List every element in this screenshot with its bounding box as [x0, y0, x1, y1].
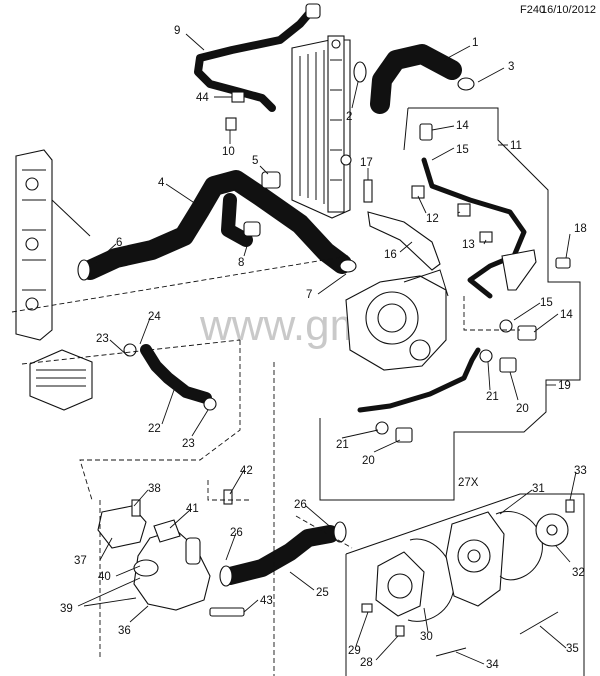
engine-block-left	[15, 149, 91, 341]
callout-26b: 26	[294, 499, 307, 511]
washer-15b	[499, 319, 513, 333]
callout-36: 36	[118, 625, 131, 637]
callout-15b: 15	[540, 297, 553, 309]
callout-19: 19	[558, 380, 571, 392]
water-pump-27x	[361, 499, 575, 657]
callout-22: 22	[148, 423, 161, 435]
clamp-5	[261, 171, 281, 189]
pipe-assembly-11	[411, 123, 537, 299]
thermostat-housing	[97, 489, 245, 617]
callout-25: 25	[316, 587, 329, 599]
bolt-17	[363, 179, 373, 203]
callout-3: 3	[508, 61, 514, 73]
pump-assembly	[345, 269, 449, 371]
callout-32: 32	[572, 567, 585, 579]
callout-44: 44	[196, 92, 209, 104]
callout-26a: 26	[230, 527, 243, 539]
diagram-code: F240	[520, 4, 546, 16]
clip-10	[225, 117, 237, 131]
callout-20a: 20	[516, 403, 529, 415]
bracket-16	[367, 211, 441, 271]
callout-23b: 23	[182, 438, 195, 450]
callout-14a: 14	[456, 120, 469, 132]
clip-44	[231, 91, 245, 103]
callout-34: 34	[486, 659, 499, 671]
callout-35: 35	[566, 643, 579, 655]
callout-10: 10	[222, 146, 235, 158]
callout-16: 16	[384, 249, 397, 261]
callout-42: 42	[240, 465, 253, 477]
callout-41: 41	[186, 503, 199, 515]
callout-15a: 15	[456, 144, 469, 156]
clamp-8	[243, 221, 261, 237]
callout-8: 8	[238, 257, 244, 269]
callout-4: 4	[158, 177, 165, 189]
radiator	[291, 35, 352, 219]
bolt-18	[555, 257, 571, 269]
callouts: 9 1 3 2 44 10 5 4 6 8 7 11 14 15 17 12 1…	[60, 25, 587, 671]
callout-24: 24	[148, 311, 161, 323]
callout-33: 33	[574, 465, 587, 477]
callout-21a: 21	[486, 391, 499, 403]
callout-39: 39	[60, 603, 73, 615]
pipe-19	[357, 347, 517, 443]
callout-13: 13	[462, 239, 475, 251]
hose-25	[219, 521, 347, 587]
callout-12: 12	[426, 213, 439, 225]
callout-14b: 14	[560, 309, 573, 321]
callout-30: 30	[420, 631, 433, 643]
leader-lines	[77, 33, 577, 665]
callout-43: 43	[260, 595, 273, 607]
callout-17: 17	[360, 157, 373, 169]
callout-9: 9	[174, 25, 180, 37]
callout-29: 29	[348, 645, 361, 657]
callout-37: 37	[74, 555, 87, 567]
callout-7: 7	[306, 289, 312, 301]
callout-6: 6	[116, 237, 122, 249]
callout-23a: 23	[96, 333, 109, 345]
oil-cooler	[29, 349, 93, 411]
radiator-hose-4	[77, 170, 357, 281]
callout-5: 5	[252, 155, 258, 167]
callout-28: 28	[360, 657, 373, 669]
callout-21b: 21	[336, 439, 349, 451]
diagram-date: 16/10/2012	[541, 4, 597, 16]
callout-38: 38	[148, 483, 161, 495]
callout-18: 18	[574, 223, 587, 235]
callout-31: 31	[532, 483, 545, 495]
vent-pipe-9	[194, 3, 321, 112]
group-lines	[11, 107, 585, 676]
callout-1: 1	[472, 37, 478, 49]
callout-27x: 27X	[458, 477, 479, 489]
callout-40: 40	[98, 571, 111, 583]
callout-11: 11	[510, 140, 522, 152]
callout-20b: 20	[362, 455, 375, 467]
bolt-14b	[517, 325, 537, 341]
callout-2: 2	[346, 111, 352, 123]
upper-hose-1	[353, 44, 475, 114]
hose-22	[123, 343, 217, 411]
